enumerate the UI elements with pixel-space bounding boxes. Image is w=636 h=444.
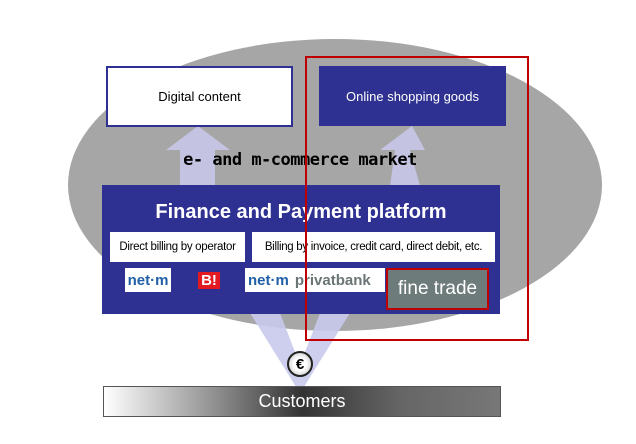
billing-other-box: Billing by invoice, credit card, direct …	[252, 232, 495, 262]
platform-title: Finance and Payment platform	[155, 201, 447, 223]
privatbank-text: privatbank	[294, 271, 371, 289]
finetrade-logo: fine trade	[386, 268, 489, 310]
b-logo-text: B!	[198, 271, 220, 289]
arrow-up-left	[166, 126, 230, 186]
netm-privatbank-logo: net·m privatbank	[245, 268, 385, 292]
customers-bar: Customers	[103, 386, 501, 417]
market-label: e- and m-commerce market	[183, 150, 417, 170]
netm-text: net·m	[248, 271, 289, 289]
b-logo: B!	[190, 268, 228, 292]
arrow-up-right	[380, 126, 425, 186]
arrow-v-customers	[250, 313, 350, 390]
payment-platform: Finance and Payment platform Direct bill…	[102, 185, 500, 314]
digital-content-box: Digital content	[106, 66, 293, 127]
euro-coin-icon: €	[287, 351, 313, 377]
online-shopping-box: Online shopping goods	[319, 66, 506, 126]
billing-operator-box: Direct billing by operator	[110, 232, 245, 262]
netm-logo: net·m	[125, 268, 171, 292]
